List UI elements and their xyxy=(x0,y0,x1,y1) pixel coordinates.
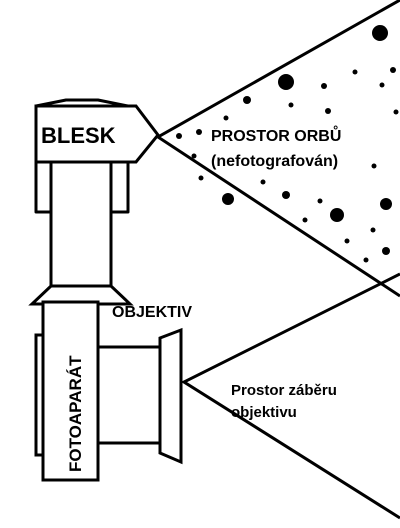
orb-space-label: PROSTOR ORBŮ xyxy=(211,125,341,145)
orb-particles xyxy=(176,25,399,263)
lens-label: OBJEKTIV xyxy=(112,304,192,321)
lens-view-sublabel: objektivu xyxy=(231,404,297,421)
camera-label: FOTOAPARÁT xyxy=(66,355,85,472)
flash-label: BLESK xyxy=(41,123,116,148)
flash-unit-icon xyxy=(28,98,160,306)
lens-barrel-icon xyxy=(96,327,183,465)
flash-cone-lines xyxy=(155,0,400,298)
orb-space-sublabel: (nefotografován) xyxy=(211,153,338,170)
lens-cone-lines xyxy=(180,272,400,520)
lens-view-label: Prostor záběru xyxy=(231,382,337,399)
